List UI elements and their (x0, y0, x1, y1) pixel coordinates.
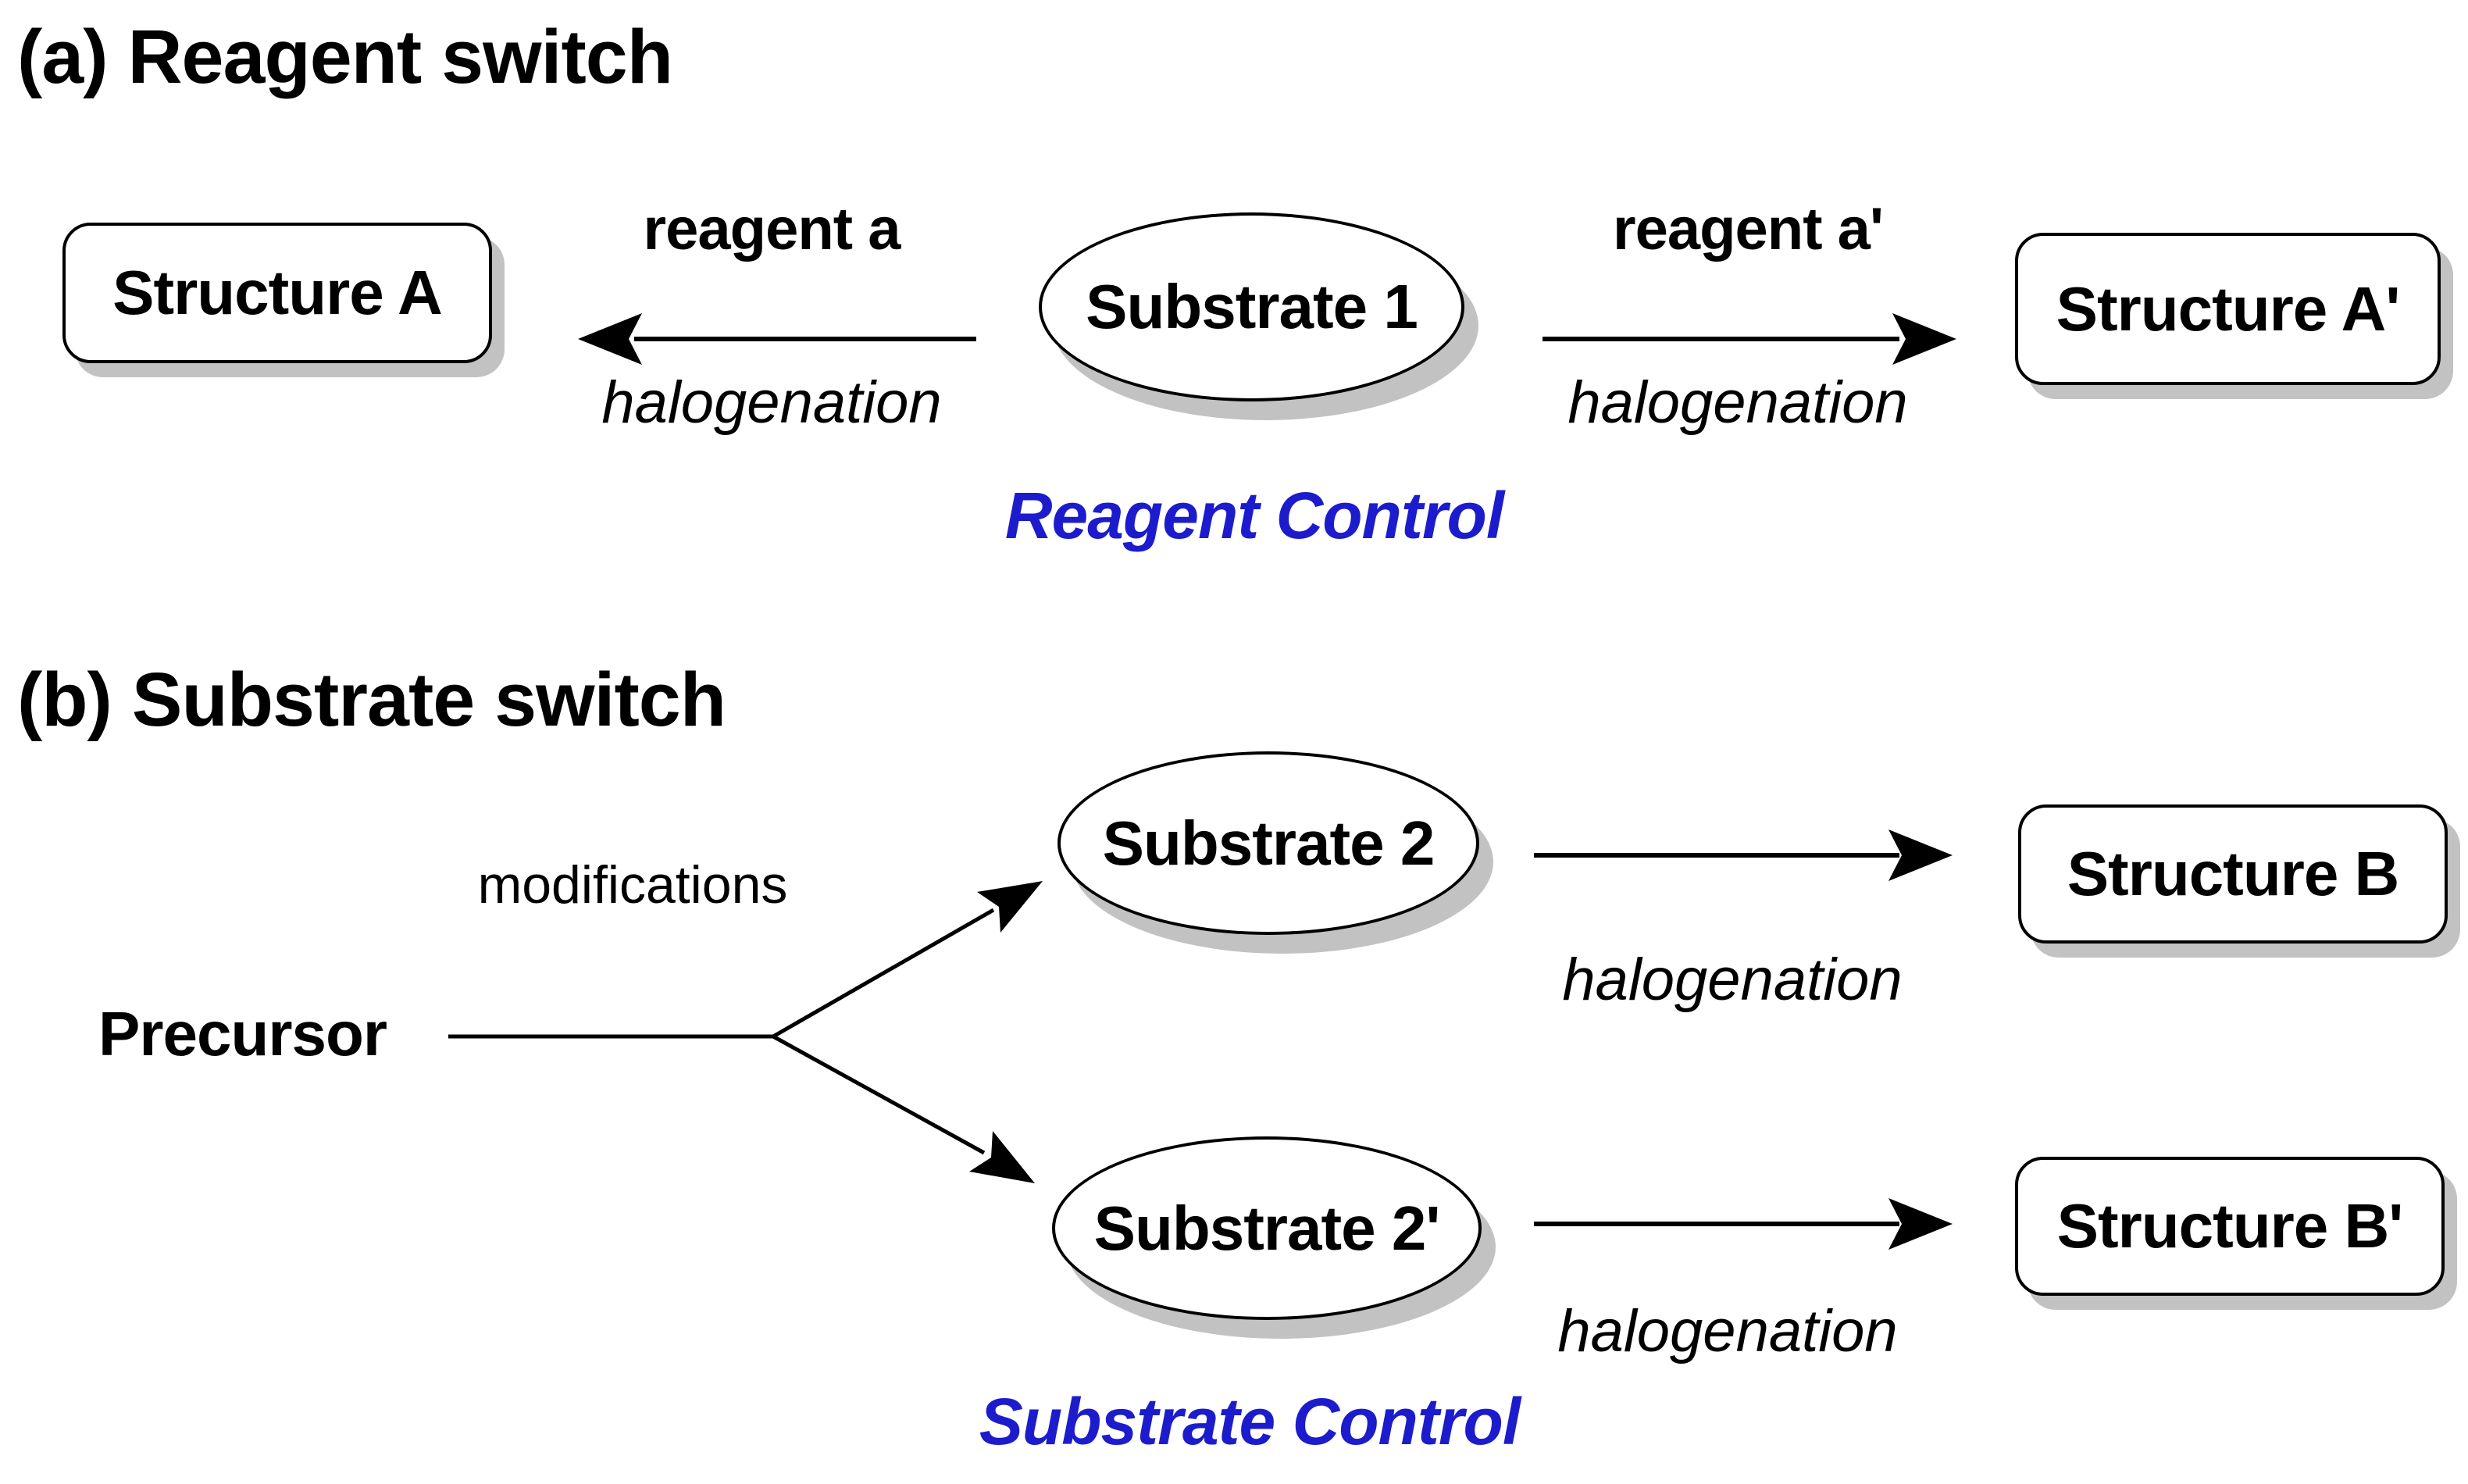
node-structure-b-prime: Structure B' (2015, 1157, 2445, 1296)
node-substrate-2-prime-label: Substrate 2' (1093, 1193, 1441, 1263)
node-structure-b-prime-label: Structure B' (2056, 1191, 2404, 1261)
node-structure-b: Structure B (2018, 804, 2448, 944)
label-halogenation-a-left: halogenation (601, 369, 942, 436)
node-substrate-2: Substrate 2 (1057, 751, 1479, 935)
arrow-b-top-head (1888, 829, 1953, 881)
label-modifications: modifications (477, 855, 788, 915)
label-reagent-a: reagent a (643, 196, 901, 262)
node-substrate-1-label: Substrate 1 (1086, 272, 1418, 341)
node-structure-a-prime: Structure A' (2015, 233, 2441, 385)
label-reagent-a-prime: reagent a' (1613, 196, 1884, 262)
label-reagent-control: Reagent Control (1004, 479, 1504, 552)
fork-down-head (969, 1131, 1035, 1183)
node-substrate-2-prime: Substrate 2' (1052, 1136, 1482, 1320)
arrow-a-right-head (1892, 313, 1956, 365)
label-halogenation-b-top: halogenation (1562, 947, 1903, 1013)
panel-b-title: (b) Substrate switch (17, 657, 726, 742)
label-halogenation-b-bottom: halogenation (1557, 1298, 1898, 1364)
node-structure-b-label: Structure B (2067, 839, 2400, 908)
node-substrate-2-label: Substrate 2 (1102, 808, 1436, 878)
fork-up-line (772, 908, 995, 1039)
label-substrate-control: Substrate Control (979, 1385, 1521, 1458)
node-structure-a-label: Structure A (112, 258, 443, 327)
node-structure-a: Structure A (62, 223, 492, 363)
fork-up-head (977, 881, 1043, 933)
fork-down-line (772, 1034, 986, 1155)
label-precursor: Precursor (98, 999, 387, 1068)
arrow-a-left-head (578, 313, 642, 365)
label-halogenation-a-right: halogenation (1567, 369, 1908, 436)
arrow-b-bottom-head (1888, 1198, 1953, 1250)
node-substrate-1: Substrate 1 (1039, 212, 1464, 401)
node-structure-a-prime-label: Structure A' (2056, 273, 2401, 344)
panel-a-title: (a) Reagent switch (17, 14, 673, 99)
